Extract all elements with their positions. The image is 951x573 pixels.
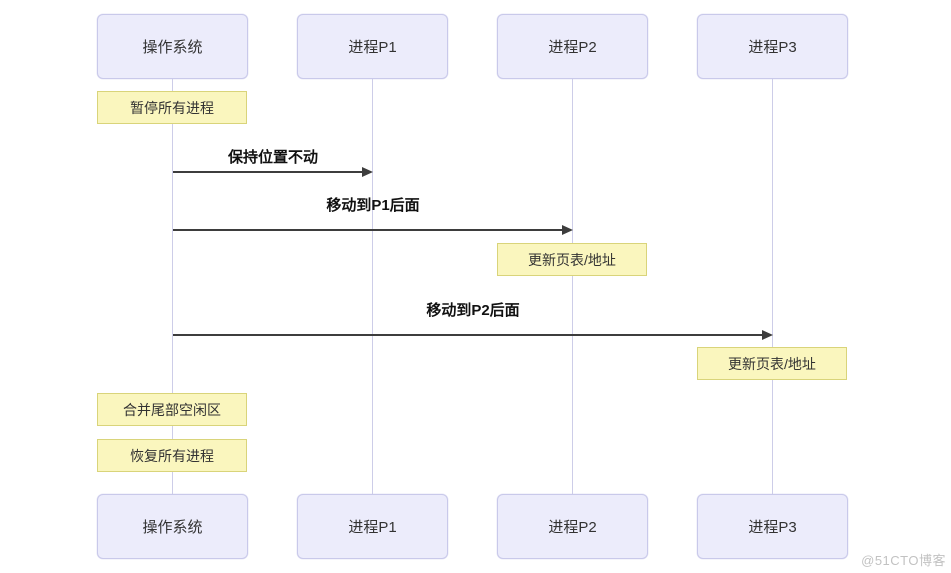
participant-p2-top: 进程P2	[497, 14, 648, 79]
note-merge-free-area: 合并尾部空闲区	[97, 393, 247, 426]
participant-p1-bottom: 进程P1	[297, 494, 448, 559]
participant-label: 进程P3	[748, 39, 797, 56]
participant-os-bottom: 操作系统	[97, 494, 248, 559]
note-update-pagetable-p3: 更新页表/地址	[697, 347, 847, 380]
watermark: @51CTO博客	[861, 553, 946, 568]
arrow-head-icon	[362, 167, 373, 177]
message-label-move-behind-p2: 移动到P2后面	[426, 302, 520, 319]
participant-label: 进程P2	[548, 39, 597, 56]
participant-os-top: 操作系统	[97, 14, 248, 79]
lifeline-os	[172, 79, 173, 494]
lifeline-p1	[372, 79, 373, 494]
note-label: 合并尾部空闲区	[123, 401, 221, 418]
participant-p1-top: 进程P1	[297, 14, 448, 79]
message-line-move-behind-p2	[173, 334, 765, 336]
arrow-head-icon	[562, 225, 573, 235]
note-update-pagetable-p2: 更新页表/地址	[497, 243, 647, 276]
note-label: 恢复所有进程	[130, 447, 214, 464]
note-label: 暂停所有进程	[130, 99, 214, 116]
participant-p3-top: 进程P3	[697, 14, 848, 79]
message-label-move-behind-p1: 移动到P1后面	[326, 197, 420, 214]
arrow-head-icon	[762, 330, 773, 340]
message-line-move-behind-p1	[173, 229, 565, 231]
note-pause-processes: 暂停所有进程	[97, 91, 247, 124]
participant-label: 进程P2	[548, 519, 597, 536]
lifeline-p2	[572, 79, 573, 494]
participant-label: 进程P1	[348, 39, 397, 56]
participant-p2-bottom: 进程P2	[497, 494, 648, 559]
message-line-keep-position	[173, 171, 365, 173]
lifeline-p3	[772, 79, 773, 494]
participant-p3-bottom: 进程P3	[697, 494, 848, 559]
message-label-keep-position: 保持位置不动	[227, 149, 318, 166]
participant-label: 操作系统	[142, 39, 203, 56]
participant-label: 进程P3	[748, 519, 797, 536]
participant-label: 进程P1	[348, 519, 397, 536]
note-label: 更新页表/地址	[728, 355, 816, 372]
participant-label: 操作系统	[142, 519, 203, 536]
note-label: 更新页表/地址	[528, 251, 616, 268]
note-resume-processes: 恢复所有进程	[97, 439, 247, 472]
